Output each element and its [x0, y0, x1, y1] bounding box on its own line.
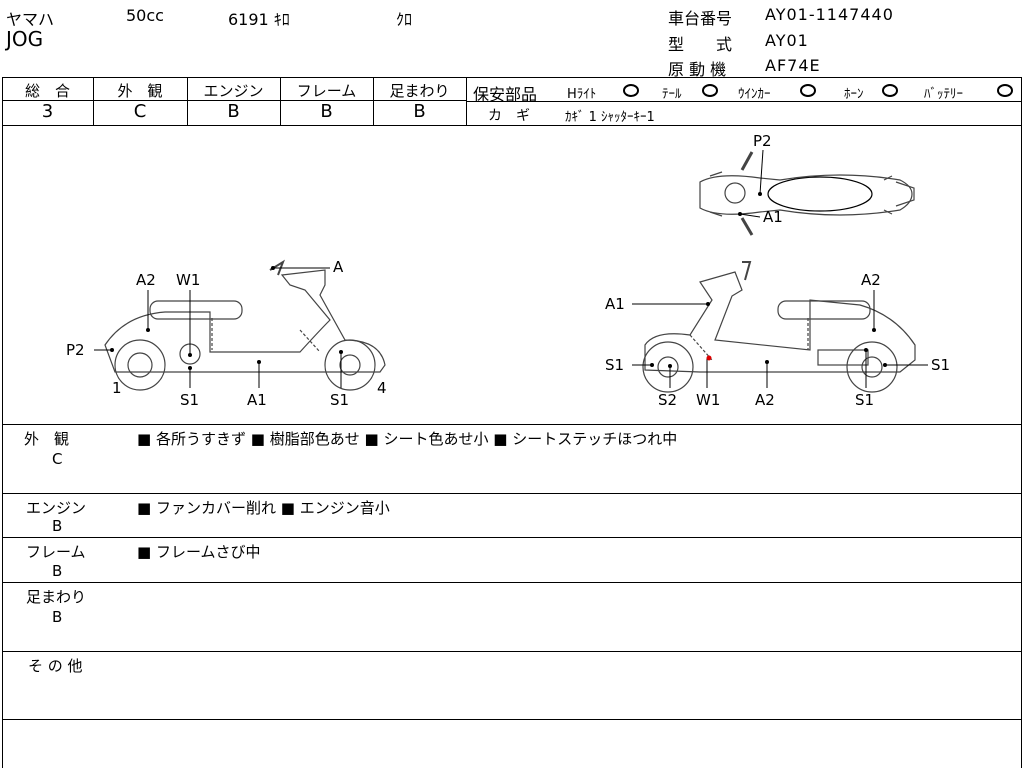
- safety-item-horn: ﾎｰﾝ: [844, 87, 864, 102]
- grade-value-exterior: C: [133, 101, 147, 122]
- comment-grade-suspension: B: [52, 608, 63, 626]
- safety-item-headlight: Hﾗｲﾄ: [567, 87, 597, 102]
- mileage: 6191 ｷﾛ: [228, 10, 290, 29]
- damage-diagram: P2 A1 A A2 W1 P2 1 S1 A1 S1 4: [66, 132, 950, 409]
- frame-no: AY01-1147440: [765, 5, 894, 24]
- grade-value-engine: B: [227, 101, 240, 122]
- comment-item: 樹脂部色あせ: [269, 430, 360, 448]
- top-label-p2: P2: [753, 132, 772, 150]
- bullet-icon: ■: [137, 430, 156, 448]
- frame-no-label: 車台番号: [668, 9, 733, 28]
- comment-grade-frame: B: [52, 562, 63, 580]
- right-label-s1-rear: S1: [931, 356, 950, 374]
- safety-item-winker: ｳｲﾝｶｰ: [738, 87, 771, 102]
- right-label-a1: A1: [605, 295, 625, 313]
- safety-label: 保安部品: [473, 85, 538, 104]
- model-name: JOG: [6, 27, 44, 51]
- comment-label-suspension: 足まわり: [26, 588, 87, 606]
- scooter-top-view: [699, 151, 915, 236]
- comment-divider-3: [2, 582, 1022, 583]
- grade-label-frame: フレーム: [296, 82, 357, 100]
- safety-row-line: [466, 101, 1021, 102]
- ok-mark-icon: [997, 84, 1013, 97]
- comment-grade-engine: B: [52, 517, 63, 535]
- right-label-s2: S2: [658, 391, 677, 409]
- safety-item-tail: ﾃｰﾙ: [662, 87, 682, 102]
- right-label-s1-bottom: S1: [855, 391, 874, 409]
- right-label-a2: A2: [861, 271, 881, 289]
- grade-label-exterior: 外 観: [117, 82, 163, 100]
- comment-item: シートステッチほつれ中: [512, 430, 678, 448]
- comment-label-frame: フレーム: [26, 543, 86, 561]
- comment-item: シート色あせ小: [383, 430, 489, 448]
- grade-col-divider: [187, 77, 188, 125]
- comment-label-engine: エンジン: [26, 499, 87, 517]
- top-label-a1: A1: [763, 208, 783, 226]
- grade-col-divider: [373, 77, 374, 125]
- comment-divider-5: [2, 719, 1022, 720]
- left-label-4: 4: [377, 379, 387, 397]
- bullet-icon: ■: [137, 499, 156, 517]
- grade-col-divider: [93, 77, 94, 125]
- comment-divider-4: [2, 651, 1022, 652]
- right-label-s1-front: S1: [605, 356, 624, 374]
- key-value: ｶｷﾞ 1 ｼｬｯﾀｰｷｰ1: [565, 110, 655, 125]
- comment-items-exterior: ■ 各所うすきず ■ 樹脂部色あせ ■ シート色あせ小 ■ シートステッチほつれ…: [137, 428, 677, 449]
- comment-items-engine: ■ ファンカバー削れ ■ エンジン音小: [137, 497, 390, 518]
- right-label-a2-bottom: A2: [755, 391, 775, 409]
- grade-col-divider: [280, 77, 281, 125]
- grade-label-line: [2, 100, 467, 101]
- grade-value-frame: B: [320, 101, 333, 122]
- key-label: カ ギ: [488, 108, 530, 124]
- type-value: AY01: [765, 31, 809, 50]
- right-label-w1: W1: [696, 391, 720, 409]
- left-label-w1: W1: [176, 271, 200, 289]
- left-label-s1: S1: [180, 391, 199, 409]
- left-label-a2: A2: [136, 271, 156, 289]
- scooter-right-view: [642, 261, 916, 393]
- bullet-icon: ■: [280, 499, 300, 517]
- safety-item-battery: ﾊﾞｯﾃﾘｰ: [924, 87, 963, 102]
- ok-mark-icon: [623, 84, 639, 97]
- left-label-s1-rear: S1: [330, 391, 349, 409]
- bullet-icon: ■: [137, 543, 156, 561]
- left-label-p2: P2: [66, 341, 85, 359]
- comment-item: フレームさび中: [155, 543, 261, 561]
- scooter-left-view: [104, 259, 386, 391]
- left-label-a: A: [333, 258, 344, 276]
- diagram-bottom-line: [2, 424, 1022, 425]
- comment-label-exterior: 外 観: [24, 430, 70, 448]
- comment-grade-exterior: C: [52, 450, 63, 468]
- grade-label-overall: 総 合: [24, 82, 70, 100]
- grade-label-engine: エンジン: [203, 82, 264, 100]
- sheet-right-border: [1021, 77, 1022, 768]
- grade-value-overall: 3: [41, 101, 54, 122]
- ok-mark-icon: [882, 84, 898, 97]
- grade-row-bottom-line: [2, 125, 1022, 126]
- bullet-icon: ■: [250, 430, 270, 448]
- comment-item: ファンカバー削れ: [155, 499, 276, 517]
- type-label: 型 式: [668, 35, 733, 54]
- bullet-icon: ■: [364, 430, 384, 448]
- ok-mark-icon: [702, 84, 718, 97]
- maker: ヤマハ: [6, 10, 55, 29]
- comment-divider-2: [2, 537, 1022, 538]
- color: ｸﾛ: [396, 10, 413, 29]
- engine-value: AF74E: [765, 56, 821, 75]
- bullet-icon: ■: [493, 430, 513, 448]
- grade-label-suspension: 足まわり: [389, 82, 450, 100]
- displacement: 50cc: [126, 6, 164, 25]
- left-label-a1: A1: [247, 391, 267, 409]
- left-label-1: 1: [112, 379, 122, 397]
- comment-item: 各所うすきず: [155, 430, 246, 448]
- comment-item: エンジン音小: [299, 499, 390, 517]
- sheet-left-border: [2, 77, 3, 768]
- comment-items-frame: ■ フレームさび中: [137, 541, 261, 562]
- comment-label-other: そ の 他: [28, 657, 83, 675]
- ok-mark-icon: [800, 84, 816, 97]
- grade-value-suspension: B: [413, 101, 426, 122]
- comment-divider-1: [2, 493, 1022, 494]
- engine-label: 原 動 機: [668, 60, 727, 79]
- header-bottom-line: [2, 77, 1022, 78]
